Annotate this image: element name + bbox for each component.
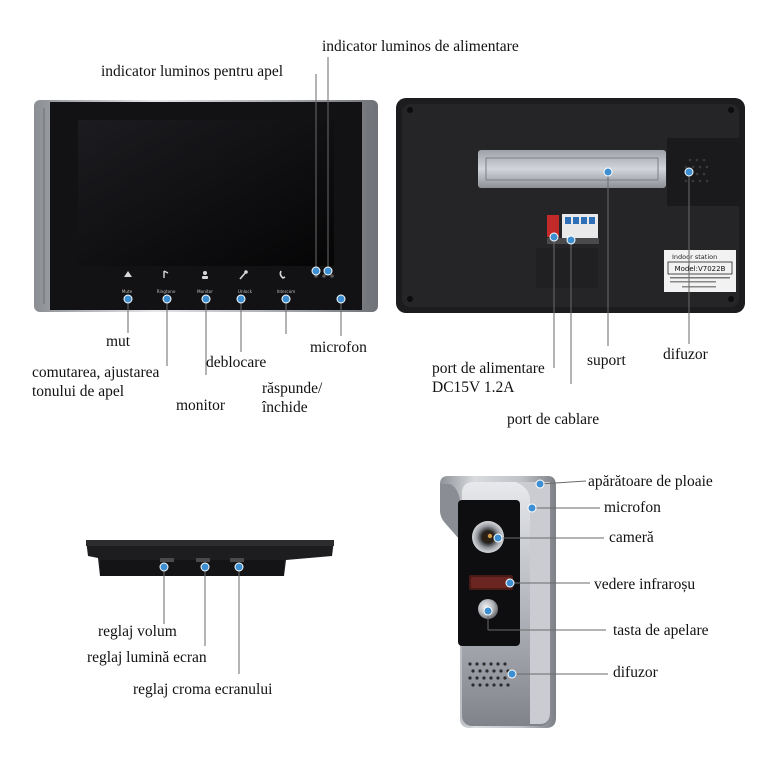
screen-display (78, 120, 334, 266)
outdoor-door-station (440, 476, 556, 728)
button-label-ringtone: Ringtone (157, 289, 176, 294)
sticker-model: Model:V7022B (675, 265, 726, 273)
indoor-monitor-back: Indoor station Model:V7022B (396, 98, 745, 313)
monitor-button-icons (124, 270, 286, 280)
label-unlock: deblocare (206, 354, 267, 371)
wall-bracket (478, 150, 666, 188)
label-ringtone-line2: tonului de apel (32, 383, 125, 400)
label-wiring-port: port de cablare (507, 411, 600, 428)
label-ringtone-line1: comutarea, ajustarea (32, 364, 160, 381)
label-power-indicator: indicator luminos de alimentare (322, 38, 519, 55)
button-label-unlock: Unlock (238, 289, 253, 294)
label-infrared: vedere infraroșu (594, 576, 696, 593)
model-sticker (664, 250, 736, 292)
indoor-monitor-front: Mute Ringtone Monitor Unlock Intercom (34, 100, 378, 312)
bell-icon (124, 271, 132, 277)
music-note-icon (163, 270, 169, 278)
label-call-button: tasta de apelare (613, 622, 709, 639)
label-bracket: suport (587, 352, 626, 369)
phone-icon (279, 270, 286, 279)
label-answer-line1: răspunde/ (262, 380, 323, 397)
label-brightness-adjust: reglaj lumină ecran (87, 649, 207, 666)
label-camera: cameră (609, 529, 654, 546)
label-mute: mut (106, 333, 131, 350)
speaker-grille (667, 138, 741, 206)
label-rain-cover: apărătoare de ploaie (588, 473, 713, 490)
speaker-holes (468, 662, 510, 687)
callout-markers (123, 167, 694, 679)
label-call-indicator: indicator luminos pentru apel (101, 63, 284, 80)
label-chroma-adjust: reglaj croma ecranului (133, 681, 273, 698)
label-power-port-line2: DC15V 1.2A (432, 379, 515, 396)
label-microphone-monitor: microfon (310, 339, 367, 356)
label-speaker-door: difuzor (613, 664, 658, 681)
person-icon (203, 271, 207, 275)
button-label-monitor: Monitor (197, 289, 213, 294)
button-label-intercom: Intercom (277, 289, 296, 294)
label-power-port-line1: port de alimentare (432, 360, 545, 377)
label-volume-adjust: reglaj volum (98, 623, 177, 640)
label-monitor: monitor (176, 397, 226, 414)
label-microphone-door: microfon (604, 499, 661, 516)
power-terminal (547, 215, 559, 237)
label-answer-line2: închide (262, 399, 308, 416)
label-speaker-back: difuzor (663, 346, 708, 363)
indoor-monitor-side (86, 540, 334, 576)
button-label-mute: Mute (122, 289, 133, 294)
sticker-title: Indoor station (672, 253, 717, 261)
leader-lines (127, 57, 690, 675)
